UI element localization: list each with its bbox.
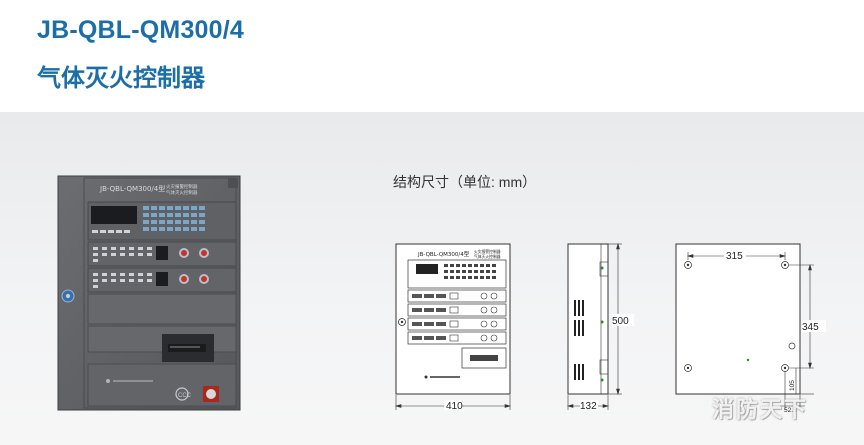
back-span-y-dimension: 345 <box>802 322 819 333</box>
lcd-screen <box>91 206 137 224</box>
dimension-caption: 结构尺寸（单位: mm） <box>393 172 536 192</box>
back-side-offset-dimension: 52.5 <box>784 407 797 414</box>
keypad <box>143 206 205 231</box>
svg-text:CCC: CCC <box>178 393 192 399</box>
back-bottom-offset-dimension: 105 <box>789 380 796 391</box>
product-name: 气体灭火控制器 <box>37 64 205 92</box>
panel-subtitle-2: 气体灭火控制器 <box>166 189 198 196</box>
back-span-x-dimension: 315 <box>726 251 743 262</box>
dimension-caption-main: 结构尺寸（单位 <box>393 175 491 191</box>
side-height-dimension: 500 <box>612 316 629 327</box>
page-header: JB-QBL-QM300/4 气体灭火控制器 <box>0 0 864 112</box>
model-number: JB-QBL-QM300/4 <box>37 16 245 44</box>
back-view-drawing: 315 345 105 52.5 <box>675 243 826 414</box>
device-photo: JB-QBL-QM300/4型 火灾报警控制器 气体灭火控制器 CCC <box>57 175 241 411</box>
panel-label: JB-QBL-QM300/4型 <box>99 184 165 193</box>
watermark: 消防天下 <box>712 398 809 423</box>
certification-mark-icon <box>175 387 189 401</box>
side-view-drawing: 500 132 <box>566 242 634 412</box>
front-width-dimension: 410 <box>446 401 463 412</box>
front-sub-2: 气体灭火控制器 <box>474 254 501 259</box>
panel-subtitle-1: 火灾报警控制器 <box>166 183 198 190</box>
front-label: JB-QBL-QM300/4型 <box>417 250 470 258</box>
dimension-caption-unit: : mm） <box>491 174 537 190</box>
side-depth-dimension: 132 <box>580 401 597 412</box>
front-sub-1: 火灾报警控制器 <box>474 249 501 254</box>
front-view-drawing: JB-QBL-QM300/4型 火灾报警控制器 气体灭火控制器 410 <box>394 243 512 412</box>
